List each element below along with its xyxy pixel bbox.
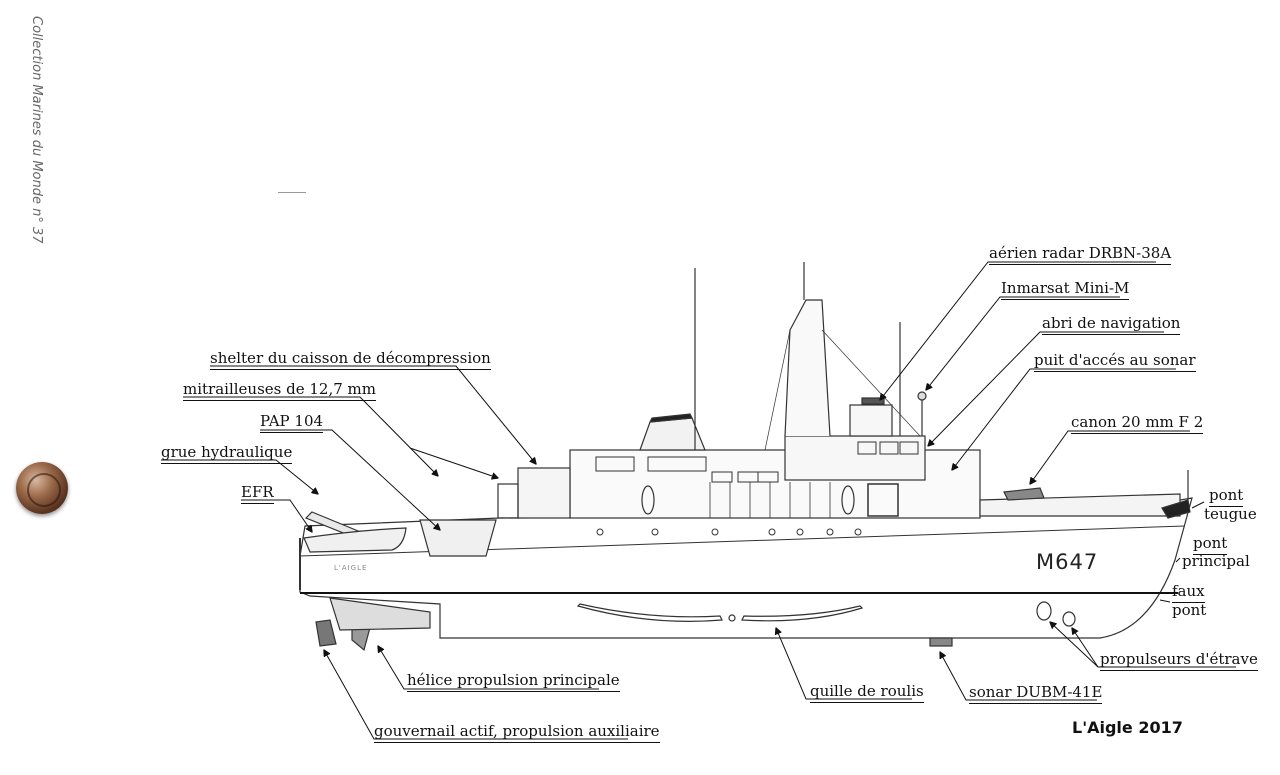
boat-efr xyxy=(303,527,407,553)
leader-shelter xyxy=(210,365,536,464)
label-shelter: shelter du caisson de décompression xyxy=(210,349,491,370)
door-2 xyxy=(841,485,855,515)
shaft-bracket xyxy=(329,597,431,631)
anchor xyxy=(1161,499,1191,519)
sonar-dome xyxy=(929,637,953,647)
leader-propulseurs-2 xyxy=(1072,628,1099,668)
label-puit: puit d'accés au sonar xyxy=(1034,351,1196,372)
leader-inmarsat xyxy=(926,296,1120,390)
stay-1 xyxy=(821,329,921,437)
label-gouvernail: gouvernail actif, propulsion auxiliaire xyxy=(374,722,660,743)
label-radar: aérien radar DRBN-38A xyxy=(989,244,1172,265)
door-3 xyxy=(867,483,899,517)
forecastle xyxy=(979,493,1181,517)
label-helice: hélice propulsion principale xyxy=(407,671,620,692)
bridge xyxy=(784,435,926,481)
label-quille: quille de roulis xyxy=(810,682,924,703)
hull-name: L'AIGLE xyxy=(334,564,368,572)
label-faux-pont-2: pont xyxy=(1172,601,1207,619)
leader-helice xyxy=(378,646,599,690)
decompression-shelter xyxy=(517,467,571,519)
label-propulseurs: propulseurs d'étrave xyxy=(1100,650,1258,671)
label-sonar: sonar DUBM-41E xyxy=(969,683,1103,704)
bridge-top xyxy=(849,404,893,437)
leader-puit xyxy=(952,368,1176,470)
leader-pont-principal xyxy=(1175,557,1181,563)
bow-thruster-2 xyxy=(1062,611,1076,627)
deckhouse-windows xyxy=(595,456,779,483)
leader-quille xyxy=(776,628,912,700)
label-grue: grue hydraulique xyxy=(161,443,293,464)
label-inmarsat: Inmarsat Mini-M xyxy=(1001,279,1130,300)
label-mitrailleuses: mitrailleuses de 12,7 mm xyxy=(183,380,376,401)
leader-efr xyxy=(241,499,312,532)
leader-mitrailleuses-2 xyxy=(409,447,498,478)
hull-fitting xyxy=(728,614,736,622)
aft-gun-mount xyxy=(497,483,519,519)
hull-number: M647 xyxy=(1036,550,1099,574)
portholes xyxy=(596,528,862,536)
leader-mitrailleuses xyxy=(183,396,438,476)
coin-emblem-icon xyxy=(16,462,68,514)
label-pont-principal-2: principal xyxy=(1182,552,1250,570)
door-1 xyxy=(641,485,655,515)
bow-thruster-1 xyxy=(1036,601,1052,621)
funnel-cap xyxy=(648,413,693,423)
label-pont-teugue-2: teugue xyxy=(1204,505,1257,523)
label-pap: PAP 104 xyxy=(260,412,324,433)
leader-faux-pont xyxy=(1159,599,1171,603)
label-pont-teugue-1: pont xyxy=(1209,486,1244,507)
caption: L'Aigle 2017 xyxy=(1072,718,1183,737)
mast xyxy=(784,299,831,437)
leader-canon xyxy=(1030,430,1190,484)
label-canon: canon 20 mm F 2 xyxy=(1071,413,1204,434)
leader-pont-teugue xyxy=(1191,501,1205,509)
label-pont-principal-1: pont xyxy=(1193,534,1228,555)
bridge-windows xyxy=(857,441,919,455)
leader-grue xyxy=(161,459,318,494)
leader-radar xyxy=(880,261,1156,400)
rudder-shape xyxy=(315,619,337,647)
bilge-keel-2 xyxy=(741,605,864,622)
label-efr: EFR xyxy=(241,483,274,504)
small-rule xyxy=(278,192,306,193)
label-abri: abri de navigation xyxy=(1042,314,1181,335)
leader-sonar xyxy=(940,652,1097,701)
bow-gun-20mm xyxy=(1003,487,1045,501)
stay-2 xyxy=(764,329,791,451)
inmarsat-dome xyxy=(917,391,927,401)
leader-pap xyxy=(260,429,440,530)
bilge-keel-1 xyxy=(576,603,723,622)
deckhouse-panels xyxy=(709,482,831,518)
label-faux-pont-1: faux xyxy=(1172,582,1205,603)
leader-abri xyxy=(928,331,1164,446)
leader-gouvernail xyxy=(324,650,628,740)
